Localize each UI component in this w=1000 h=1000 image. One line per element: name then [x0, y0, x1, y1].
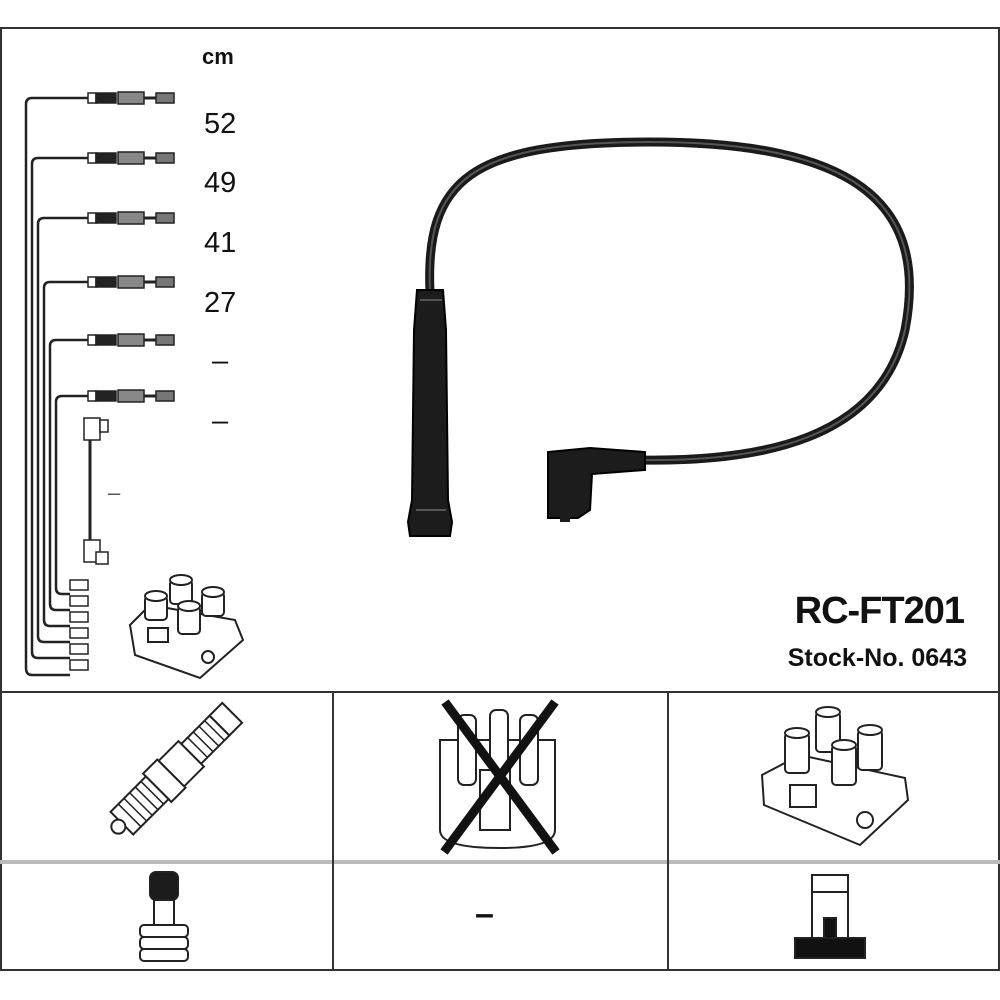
coil-lead-length: –	[108, 480, 121, 505]
distributor-cap-crossed-icon	[439, 699, 560, 855]
length-value: –	[212, 405, 229, 437]
ignition-cable-drawing	[406, 137, 914, 537]
distributor-connector-none: –	[475, 895, 494, 933]
length-value: 27	[204, 287, 237, 319]
stock-number: Stock-No. 0643	[787, 644, 967, 672]
wire-connectors	[69, 91, 176, 671]
length-value: 41	[204, 227, 237, 259]
length-unit: cm	[202, 44, 234, 69]
wire-set-schematic	[24, 96, 92, 677]
frame	[0, 27, 1000, 971]
coil-small-icon	[128, 574, 245, 680]
coil-connector-icon	[794, 874, 866, 959]
length-value: –	[212, 345, 229, 377]
product-model: RC-FT201	[794, 590, 965, 632]
spark-plug-icon	[109, 701, 244, 836]
plug-connector-icon	[139, 871, 189, 962]
length-value: 49	[204, 167, 237, 199]
ignition-coil-icon	[760, 706, 910, 847]
length-value: 52	[204, 108, 237, 140]
